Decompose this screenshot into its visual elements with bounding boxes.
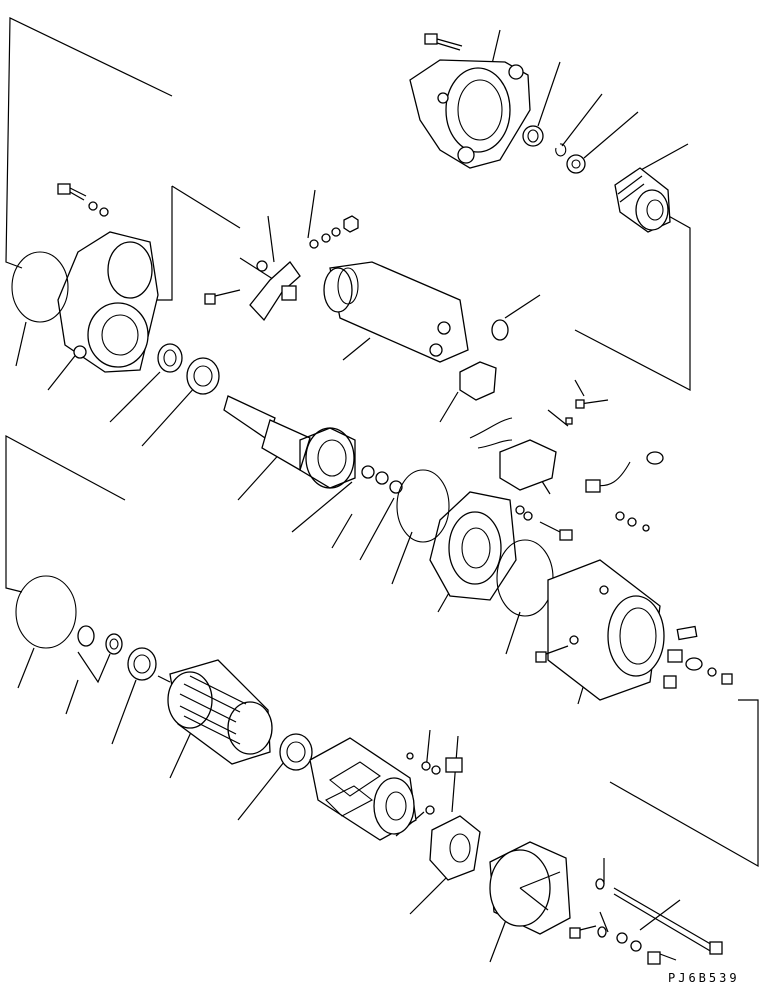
washers-mid [361,465,403,494]
snap-ring [555,143,567,157]
pinion-clutch [614,167,671,233]
bolt-mid [515,505,573,541]
o-ring-lower [15,575,77,649]
armature [157,659,273,765]
seal [157,343,183,373]
solenoid-switch [323,261,469,363]
brushes [406,752,463,775]
relay [469,399,609,491]
solenoid-cover [459,319,509,401]
o-ring-yoke [496,539,554,617]
nuts-washers [309,215,359,249]
bolt-top [424,33,463,51]
o-ring-upper [11,251,69,323]
washer-top [566,154,586,174]
center-bracket [429,491,517,601]
o-ring-mid [396,469,450,543]
drawing-reference-code: PJ6B539 [668,971,740,985]
brush-pads [663,625,733,689]
brush-plate [425,805,481,881]
bearing-lower [127,647,157,681]
bushing [522,125,544,147]
gear-housing-bolt [57,183,109,217]
assembly-guide-lines [5,17,759,868]
gear-housing [57,231,159,373]
shift-lever [204,260,301,322]
brush-holder [309,737,417,841]
bearing-upper [186,357,220,395]
small-washers-right [615,511,650,532]
rear-screws [569,878,677,965]
bearing-rear [279,733,313,771]
yoke-assembly [547,559,665,701]
through-bolt [613,887,723,955]
washers-lower [77,625,123,684]
lead-wire [585,451,664,493]
rear-bracket [489,841,571,935]
yoke-bolt [535,645,569,663]
pinion-shaft [223,395,356,489]
drive-housing [409,59,531,169]
